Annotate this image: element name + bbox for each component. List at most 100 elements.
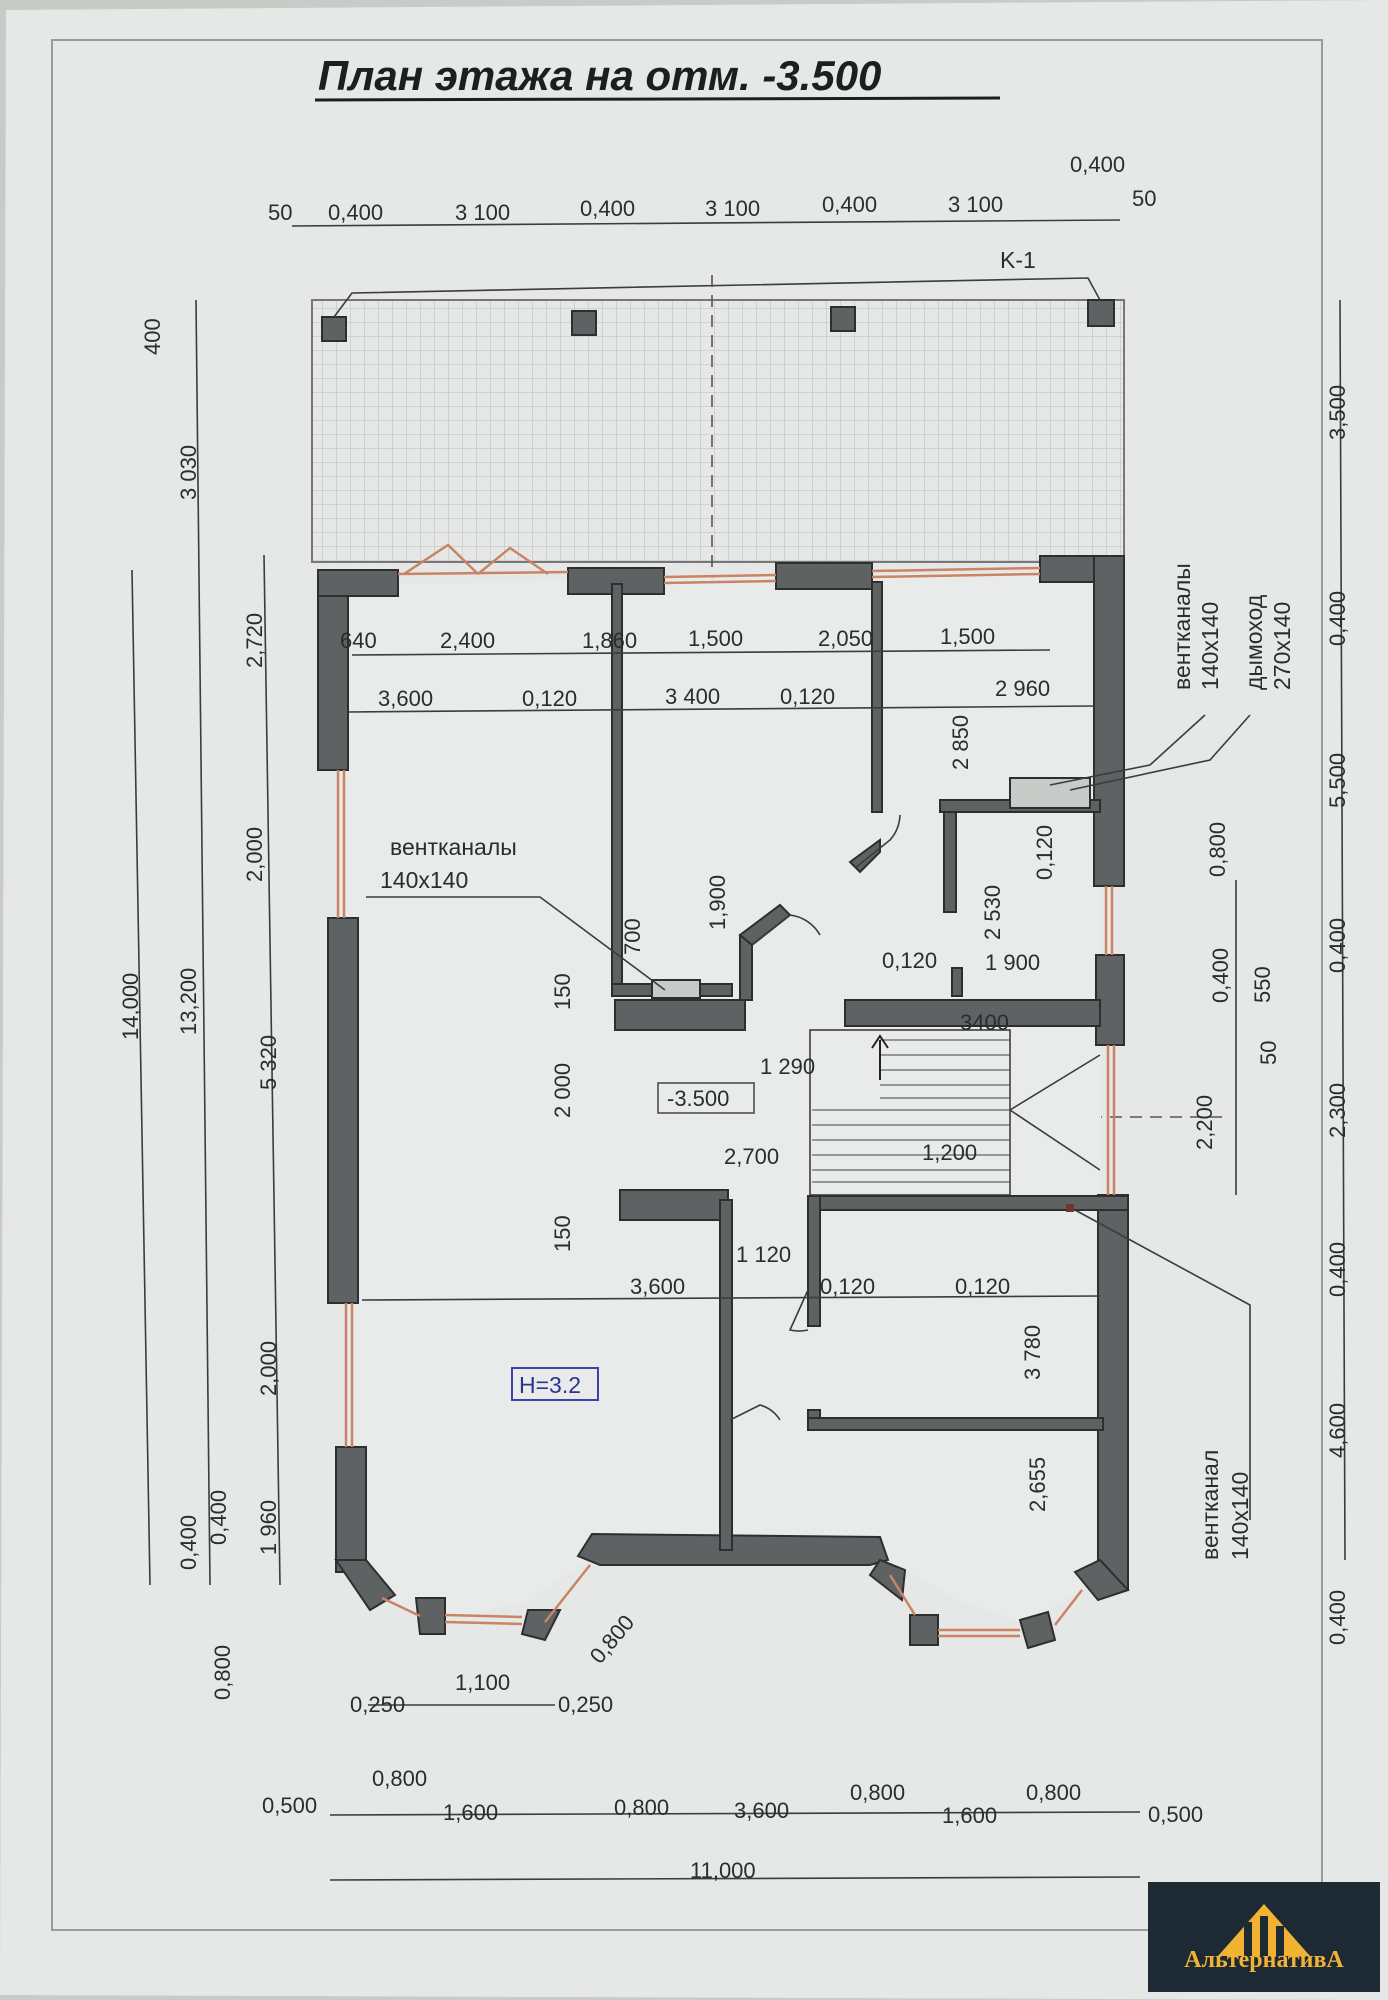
wall: [414, 1597, 446, 1635]
room-height-tag: H=3.2: [519, 1372, 581, 1398]
dimension-label: 0,400: [206, 1490, 231, 1545]
terrace-columns: [321, 299, 1115, 342]
vent-note-right: вентканалы: [1169, 563, 1195, 690]
vent-note-size: 140x140: [380, 867, 468, 893]
dimension-label: 700: [620, 918, 645, 955]
partition: [807, 1417, 1104, 1431]
dimension-label: 3 780: [1020, 1325, 1045, 1380]
stair-direction: [1009, 1054, 1101, 1111]
wall: [1097, 1194, 1129, 1591]
window: [1054, 1589, 1083, 1626]
note-leaders: [366, 714, 1251, 1520]
wall: [1093, 555, 1125, 887]
room-height-box: [511, 1367, 599, 1401]
partition: [807, 1195, 821, 1327]
dimension-label: 2,720: [242, 613, 267, 668]
dimension-label: 0,120: [955, 1274, 1010, 1299]
window: [663, 579, 777, 585]
column: [830, 306, 856, 332]
partition: [719, 1199, 733, 1551]
window: [544, 1564, 591, 1623]
dimension-label: 2 960: [995, 676, 1050, 701]
chimney-block: [1009, 777, 1091, 809]
dimension-label: 1,500: [688, 626, 743, 651]
dimension-label: 1,200: [922, 1140, 977, 1165]
dimension-label: 0,400: [328, 200, 383, 225]
vent-note: вентканалы: [390, 834, 517, 860]
dimension-label: 2,300: [1325, 1083, 1350, 1138]
window: [444, 1620, 523, 1626]
dimension-label: 13,200: [176, 968, 201, 1035]
doors: [729, 814, 901, 1421]
dimension-label: 0,800: [1205, 822, 1230, 877]
stair-direction: [1009, 1109, 1101, 1171]
dimension-label: 3,600: [630, 1274, 685, 1299]
partition: [614, 999, 746, 1031]
door-swing: [854, 814, 901, 869]
dimension-label: 3 400: [665, 684, 720, 709]
partition: [807, 1195, 1129, 1211]
dimension-label: 3400: [960, 1010, 1009, 1035]
dimension-label: 0,800: [210, 1645, 235, 1700]
dimension-label: 150: [550, 973, 575, 1010]
chimney-note: дымоход: [1241, 594, 1267, 690]
stair-treads: [812, 1039, 1010, 1183]
dimension-label: 0,400: [1325, 1242, 1350, 1297]
column: [321, 316, 347, 342]
dimension-label: 5,500: [1325, 753, 1350, 808]
wall: [1073, 1558, 1130, 1602]
wall: [327, 917, 359, 1304]
vent-single-size: 140x140: [1227, 1472, 1253, 1560]
level-mark: -3.500: [667, 1086, 729, 1111]
exterior-walls: [317, 555, 1130, 1650]
dimension-label: 14,000: [118, 973, 143, 1040]
wall: [775, 562, 873, 590]
vent-block: [651, 979, 701, 999]
column-leader: [333, 277, 1101, 318]
dimension-label: 3,600: [378, 686, 433, 711]
dimension-label: 3 030: [176, 445, 201, 500]
dimension-label: 0,120: [780, 684, 835, 709]
wall: [317, 569, 349, 771]
dimension-label: 0,400: [1325, 918, 1350, 973]
wall: [1039, 555, 1101, 583]
dimension-label: 0,800: [850, 1780, 905, 1805]
dimension-label: 3,600: [734, 1798, 789, 1823]
stair-arrow: [871, 1034, 889, 1080]
wall: [335, 1446, 367, 1573]
dimension-label: 3,500: [1325, 385, 1350, 440]
dimension-label: 1 290: [760, 1054, 815, 1079]
dimension-label: 1,100: [455, 1670, 510, 1695]
dimension-label: 2,400: [440, 628, 495, 653]
window: [888, 1574, 917, 1616]
dimension-label: 2,000: [256, 1341, 281, 1396]
dimension-label: 150: [550, 1215, 575, 1252]
window: [381, 1596, 421, 1618]
window: [444, 1613, 523, 1619]
leader: [1049, 714, 1206, 786]
dimension-label: 50: [1256, 1041, 1281, 1065]
partition: [871, 581, 883, 813]
vent-note-right-size: 140x140: [1197, 602, 1223, 690]
dimension-label: 1 960: [256, 1500, 281, 1555]
dimension-label: 2,050: [818, 626, 873, 651]
dimension-label: 0,400: [822, 192, 877, 217]
dimension-label: 550: [1250, 966, 1275, 1003]
dimension-label: 0,120: [1032, 825, 1057, 880]
dimension-label: 0,800: [614, 1795, 669, 1820]
title-underline: [314, 96, 1001, 102]
vent-block: [1066, 1204, 1074, 1212]
dimension-label: 2,200: [1192, 1095, 1217, 1150]
window: [871, 572, 1041, 579]
interior-walls: [611, 581, 1129, 1551]
dimension-label: 0,500: [1148, 1802, 1203, 1827]
leader: [1074, 1209, 1251, 1520]
wall: [909, 1614, 939, 1646]
vent-single-note: вентканал: [1197, 1450, 1223, 1560]
leader: [1069, 714, 1251, 791]
partition: [951, 967, 963, 997]
column: [1087, 299, 1115, 327]
dimension-label: 0,120: [522, 686, 577, 711]
